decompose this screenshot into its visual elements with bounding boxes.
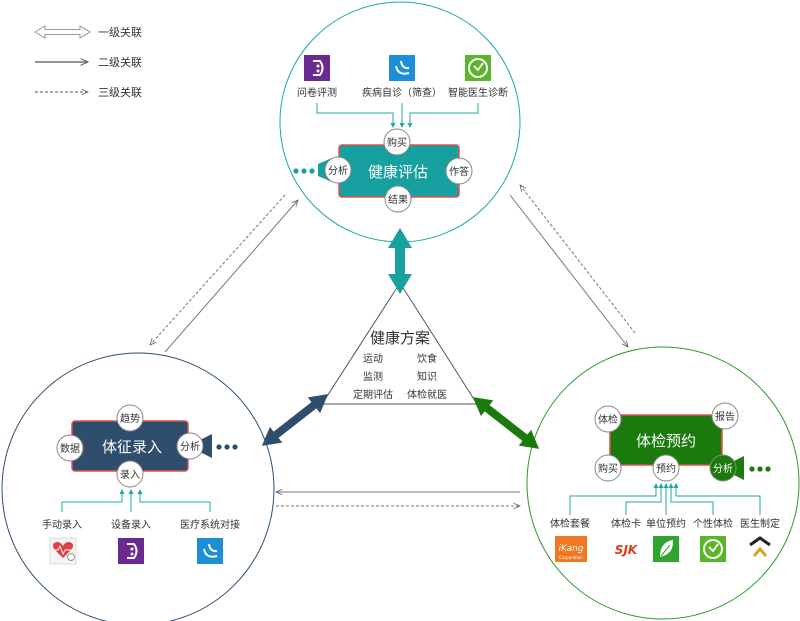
checkup-title: 体检预约 xyxy=(636,432,696,450)
vitals-data-label: 数据 xyxy=(60,442,80,455)
center-triangle xyxy=(321,282,478,405)
checkup-report-label: 报告 xyxy=(715,410,735,423)
source-device-label: 设备录入 xyxy=(111,518,151,531)
legend-level1-arrow xyxy=(34,25,91,39)
checkup-analyze-node[interactable]: 分析 xyxy=(709,454,744,482)
tool-ai-doctor-label: 智能医生诊断 xyxy=(448,86,508,99)
ai-doctor-icon[interactable] xyxy=(465,55,491,81)
checkup-analyze-label: 分析 xyxy=(713,462,733,475)
assessment-more-dots xyxy=(293,168,315,174)
arrow-checkup-to-assessment xyxy=(520,185,636,334)
arrow-center-to-checkup xyxy=(472,397,540,449)
checkup-exam-label: 体检 xyxy=(598,413,618,426)
channel-package-label: 体检套餐 xyxy=(550,517,590,530)
checkup-feed-lines xyxy=(569,483,761,515)
arrow-assessment-to-checkup xyxy=(509,194,628,347)
center-item-monitor: 监测 xyxy=(363,370,383,383)
assessment-result-node[interactable]: 结果 xyxy=(384,185,412,213)
checkup-buy-node[interactable]: 购买 xyxy=(594,454,622,482)
legend: 一级关联 二级关联 三级关联 xyxy=(34,25,142,99)
assessment-buy-label: 购买 xyxy=(387,136,407,149)
center-item-diet: 饮食 xyxy=(417,352,437,365)
device-input-icon[interactable] xyxy=(118,538,144,564)
assessment-buy-node[interactable]: 购买 xyxy=(383,128,411,156)
svg-text:Corporation: Corporation xyxy=(559,555,583,560)
vitals-title: 体征录入 xyxy=(102,438,162,456)
vitals-trend-label: 趋势 xyxy=(120,412,140,425)
hospital-system-icon[interactable] xyxy=(197,538,223,564)
center-item-periodic: 定期评估 xyxy=(353,388,393,401)
checkup-book-node[interactable]: 预约 xyxy=(652,454,680,482)
source-hospital-label: 医疗系统对接 xyxy=(180,518,240,531)
arrow-center-to-vitals xyxy=(261,394,329,446)
leaf-icon[interactable] xyxy=(653,536,679,562)
assessment-title: 健康评估 xyxy=(368,163,428,181)
checkup-report-node[interactable]: 报告 xyxy=(711,402,739,430)
questionnaire-icon[interactable] xyxy=(304,55,330,81)
checkup-buy-label: 购买 xyxy=(598,462,618,475)
doctor-custom-icon[interactable] xyxy=(749,536,771,557)
ai-doctor-icon-small[interactable] xyxy=(700,536,726,562)
vitals-analyze-label: 分析 xyxy=(180,440,200,453)
vitals-analyze-node[interactable]: 分析 xyxy=(176,432,212,460)
sjk-logo[interactable]: SJK xyxy=(615,543,639,557)
legend-level2-label: 二级关联 xyxy=(98,55,142,69)
vitals-trend-node[interactable]: 趋势 xyxy=(116,404,144,432)
svg-text:iKang: iKang xyxy=(558,544,583,554)
vitals-more-dots xyxy=(216,444,238,450)
vitals-feed-lines xyxy=(61,489,211,512)
assessment-feed-lines xyxy=(316,103,479,128)
assessment-answer-node[interactable]: 作答 xyxy=(445,157,473,185)
assessment-tools: 问卷评测 疾病自诊（筛查） 智能医生诊断 xyxy=(297,55,508,99)
checkup-more-dots xyxy=(749,466,771,472)
center-item-hospital: 体检就医 xyxy=(407,388,447,401)
channel-card-label: 体检卡 xyxy=(611,517,641,530)
legend-level3-label: 三级关联 xyxy=(98,85,142,99)
arrow-center-to-assessment xyxy=(388,228,412,294)
heart-monitor-icon[interactable] xyxy=(49,537,77,565)
tool-questionnaire-label: 问卷评测 xyxy=(297,86,337,99)
checkup-exam-node[interactable]: 体检 xyxy=(594,405,622,433)
self-diagnosis-icon[interactable] xyxy=(389,55,415,81)
source-manual-label: 手动录入 xyxy=(42,518,82,531)
arrow-vitals-to-assessment xyxy=(164,200,298,353)
arrow-assessment-to-vitals xyxy=(150,194,286,345)
vitals-input-label: 录入 xyxy=(120,469,140,481)
center-item-sport: 运动 xyxy=(363,353,383,365)
vitals-input-node[interactable]: 录入 xyxy=(116,460,144,488)
channel-company-label: 单位预约 xyxy=(646,517,686,530)
channel-doctor-label: 医生制定 xyxy=(740,517,780,530)
legend-level1-label: 一级关联 xyxy=(98,25,142,39)
tool-self-diagnosis-label: 疾病自诊（筛查） xyxy=(362,86,442,99)
assessment-result-label: 结果 xyxy=(388,193,408,206)
assessment-analyze-node[interactable]: 分析 xyxy=(318,156,352,184)
assessment-answer-label: 作答 xyxy=(449,165,469,178)
channel-personal-label: 个性体检 xyxy=(693,517,733,530)
svg-text:SJK: SJK xyxy=(615,543,639,557)
center-item-knowledge: 知识 xyxy=(417,370,437,383)
checkup-circle xyxy=(526,346,800,620)
assessment-analyze-label: 分析 xyxy=(328,164,348,177)
checkup-book-label: 预约 xyxy=(656,462,676,475)
vitals-data-node[interactable]: 数据 xyxy=(56,434,84,462)
center-title: 健康方案 xyxy=(370,329,430,347)
vitals-circle xyxy=(1,352,275,621)
ikang-logo[interactable]: iKang Corporation xyxy=(555,536,587,562)
